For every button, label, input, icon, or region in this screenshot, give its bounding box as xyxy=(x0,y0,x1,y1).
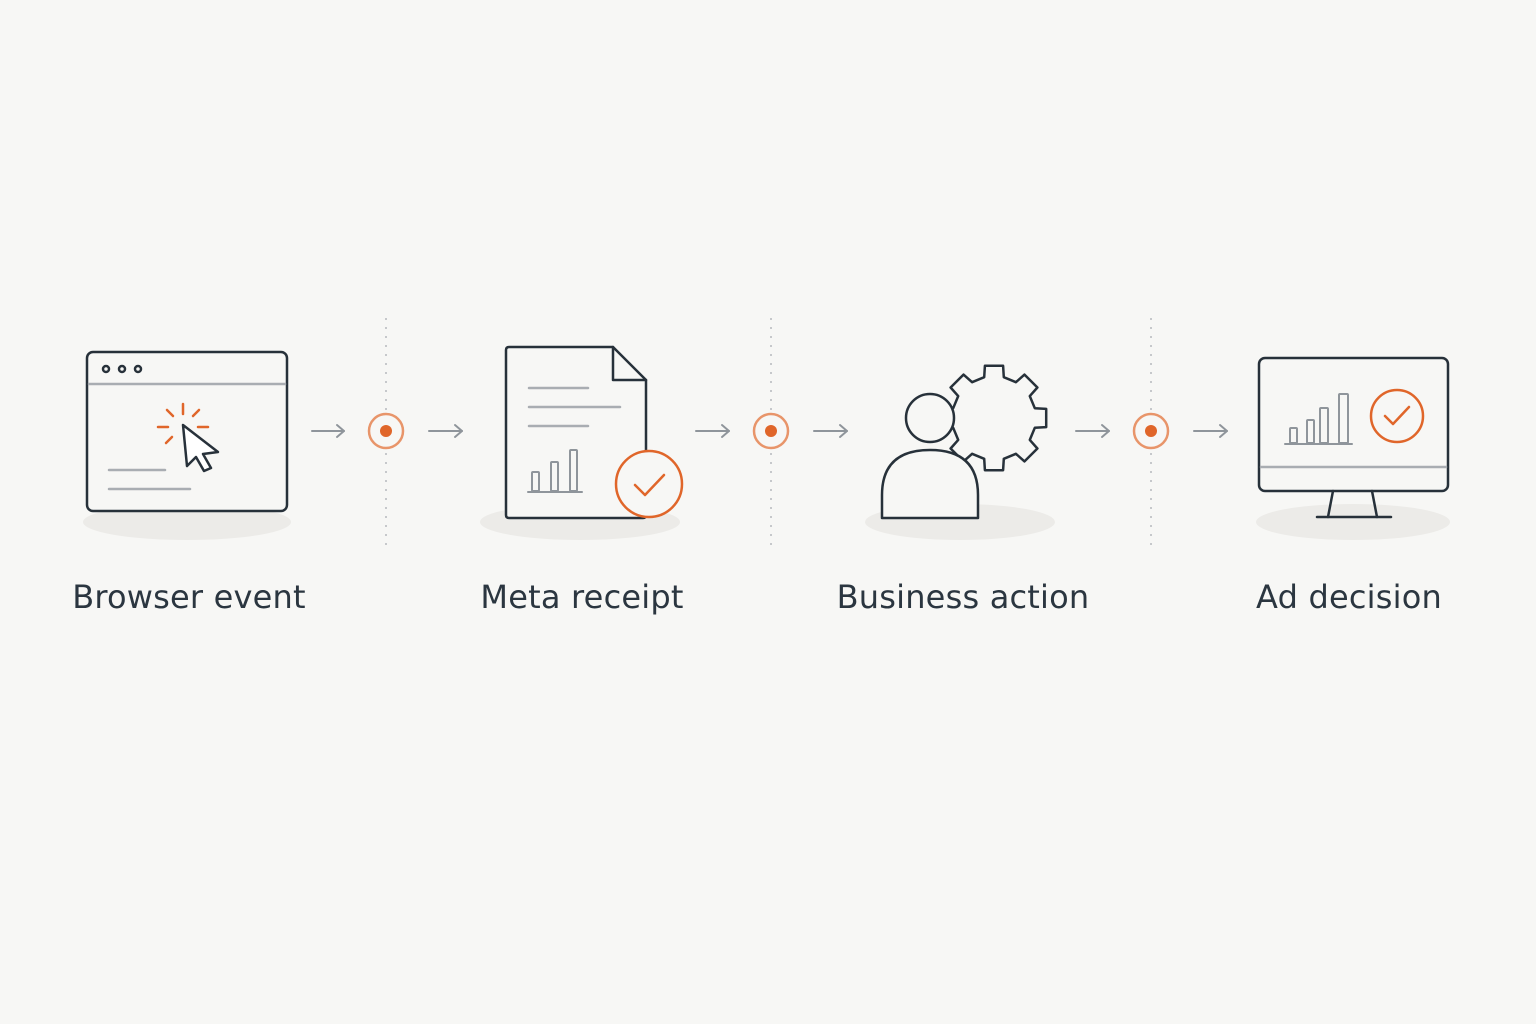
arrow-right-icon xyxy=(1193,424,1228,438)
shadow-ellipse xyxy=(83,504,291,540)
arrow-right-icon xyxy=(311,424,345,438)
step-label-ad-decision: Ad decision xyxy=(1256,578,1442,616)
connector-1 xyxy=(311,318,463,546)
arrow-right-icon xyxy=(813,424,848,438)
connector-3 xyxy=(1075,318,1228,546)
document-check-icon xyxy=(504,345,684,520)
person-gear-icon xyxy=(880,364,1048,520)
step-label-business-action: Business action xyxy=(836,578,1090,616)
step-label-meta-receipt: Meta receipt xyxy=(480,578,684,616)
browser-click-icon xyxy=(85,350,289,513)
monitor-chart-check-icon xyxy=(1257,356,1450,519)
step-label-browser-event: Browser event xyxy=(72,578,306,616)
connector-2 xyxy=(695,318,848,546)
arrow-right-icon xyxy=(695,424,730,438)
arrow-right-icon xyxy=(428,424,463,438)
node-dot-center xyxy=(765,425,777,437)
node-dot-center xyxy=(380,425,392,437)
arrow-right-icon xyxy=(1075,424,1110,438)
shadow-ellipse xyxy=(1256,504,1450,540)
node-dot-center xyxy=(1145,425,1157,437)
